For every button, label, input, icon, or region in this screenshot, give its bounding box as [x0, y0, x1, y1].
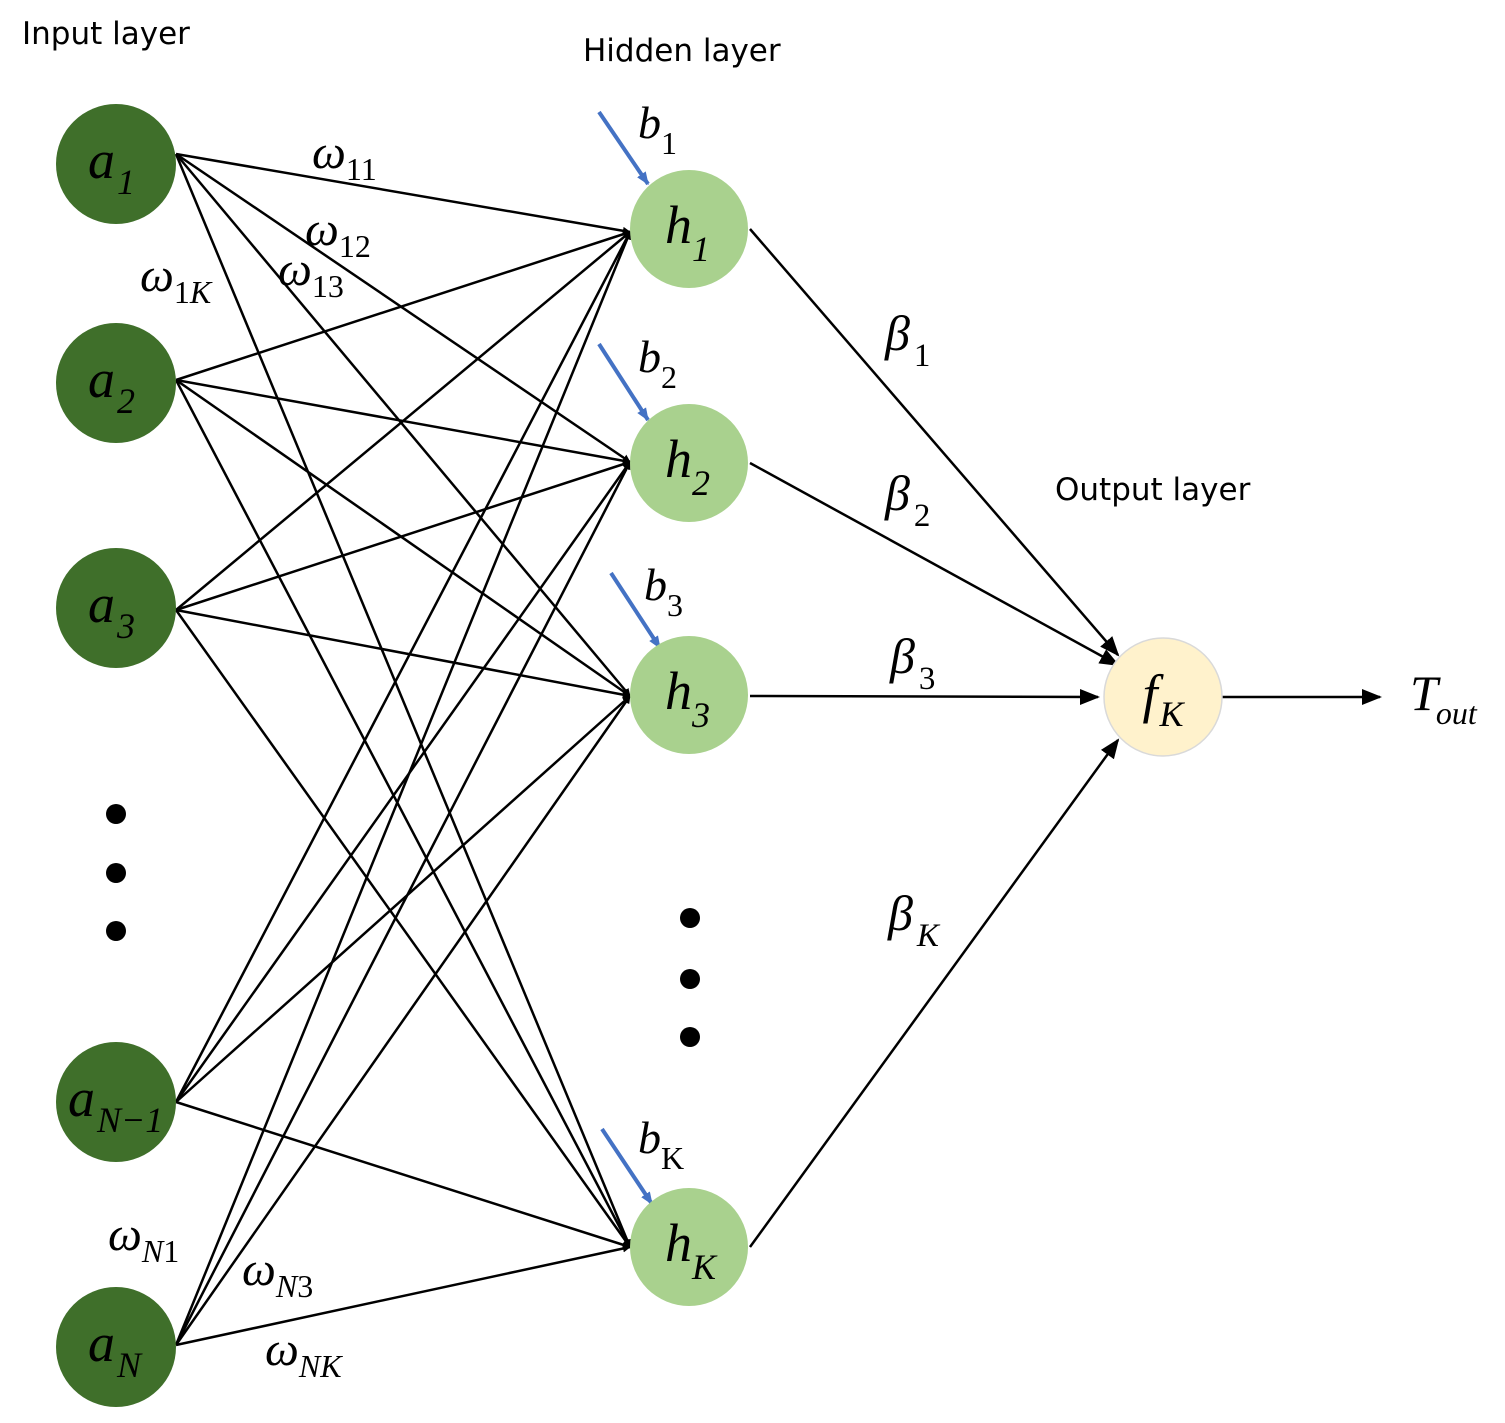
hidden-node-circle: [630, 636, 748, 754]
edge-aN-hK: [175, 1244, 631, 1347]
hidden-nodes: h1 h2 h3 hK: [630, 170, 748, 1306]
hidden-node-label: h1: [665, 195, 710, 269]
input-node-label: aN: [88, 1313, 143, 1385]
input-node-circle: [56, 1042, 176, 1162]
output-target-label: Tout: [1410, 665, 1478, 731]
input-node-circle: [56, 323, 176, 443]
hidden-layer-title: Hidden layer: [583, 33, 781, 69]
hidden-node-label: h3: [665, 661, 710, 735]
bias-arrow-hK: [600, 1127, 654, 1206]
input-node-a1: a1: [56, 104, 176, 224]
ellipsis-dot: [106, 921, 126, 941]
input-node-circle: [56, 548, 176, 668]
bias-label-K: bK: [638, 1112, 684, 1176]
input-node-label: a1: [88, 130, 135, 202]
hidden-node-circle: [630, 170, 748, 288]
output-node: fK: [1103, 637, 1223, 757]
hidden-node-h1: h1: [630, 170, 748, 288]
edge-aN1-h1: [174, 231, 632, 1103]
bias-labels: b1 b2 b3 bK: [638, 97, 684, 1176]
edge-aN1-h2: [174, 461, 632, 1103]
edge-a2-hK: [174, 379, 632, 1248]
input-layer-title: Input layer: [22, 16, 190, 52]
hidden-node-h3: h3: [630, 636, 748, 754]
edge-aN1-hK: [175, 1100, 631, 1249]
hidden-node-label: hK: [665, 1213, 718, 1287]
input-node-label: aN−1: [68, 1068, 163, 1140]
edge-a1-h1: [175, 152, 631, 235]
edge-a2-h1: [175, 230, 631, 382]
weight-label-w13: ω13: [278, 243, 344, 304]
hidden-ellipsis: [680, 908, 700, 1047]
hidden-node-hK: hK: [630, 1188, 748, 1306]
output-node-circle: [1103, 637, 1223, 757]
bias-label-1: b1: [638, 97, 677, 161]
edge-h3-output: [749, 688, 1100, 705]
ellipsis-dot: [680, 1027, 700, 1047]
hidden-node-label: h2: [665, 429, 710, 503]
input-node-label: a2: [88, 349, 135, 421]
edge-a1-h3: [175, 153, 631, 697]
bias-label-2: b2: [638, 331, 677, 395]
weight-label-w1K: ω1K: [140, 249, 213, 310]
weight-label-wNK: ωNK: [265, 1323, 343, 1384]
edge-h1-output: [749, 228, 1120, 657]
weight-label-w12: ω12: [305, 203, 371, 264]
edge-a3-h3: [175, 608, 631, 699]
edge-aN-h3: [174, 695, 632, 1346]
hidden-node-circle: [630, 404, 748, 522]
weight-label-w11: ω11: [312, 126, 377, 187]
edge-hK-output: [748, 738, 1120, 1248]
hidden-output-connections: [748, 228, 1120, 1248]
edge-h2-output: [749, 461, 1120, 667]
edge-a3-h1: [175, 231, 631, 611]
input-node-a2: a2: [56, 323, 176, 443]
hidden-node-circle: [630, 1188, 748, 1306]
ellipsis-dot: [680, 908, 700, 928]
edge-a3-h2: [175, 460, 631, 612]
bias-label-3: b3: [644, 559, 683, 623]
input-node-circle: [56, 104, 176, 224]
input-ellipsis: [106, 804, 126, 941]
bias-arrows: [597, 110, 662, 1206]
input-node-circle: [56, 1287, 176, 1407]
weight-label-wN1: ωN1: [108, 1208, 179, 1269]
weight-label-wN3: ωN3: [242, 1243, 313, 1304]
edge-a1-h2: [175, 152, 631, 464]
edge-aN-h1: [174, 231, 632, 1346]
input-node-aN1: aN−1: [56, 1042, 176, 1162]
input-nodes: a1 a2 a3 aN−1 aN: [56, 104, 176, 1407]
input-node-a3: a3: [56, 548, 176, 668]
ellipsis-dot: [106, 863, 126, 883]
input-node-label: a3: [88, 574, 135, 646]
bias-arrow-h2: [597, 342, 650, 422]
edge-a2-h3: [175, 378, 631, 698]
edge-aN1-h3: [175, 695, 631, 1103]
output-layer-title: Output layer: [1055, 472, 1251, 508]
bias-arrow-h3: [609, 571, 662, 650]
ellipsis-dot: [680, 969, 700, 989]
bias-arrow-h1: [597, 110, 650, 186]
ellipsis-dot: [106, 804, 126, 824]
edge-aN-h2: [174, 461, 632, 1346]
hidden-node-h2: h2: [630, 404, 748, 522]
input-hidden-connections: [174, 152, 632, 1347]
edge-a1-hK: [174, 153, 632, 1248]
edge-a3-hK: [174, 609, 632, 1248]
input-node-aN: aN: [56, 1287, 176, 1407]
